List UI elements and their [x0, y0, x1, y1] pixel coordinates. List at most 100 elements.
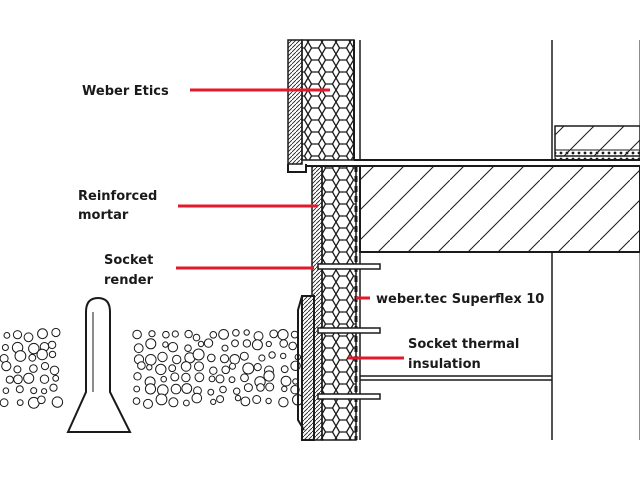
- gravel-stone: [207, 388, 215, 396]
- gravel-stone: [191, 392, 203, 404]
- label-weber-etics: Weber Etics: [82, 84, 169, 99]
- gravel-stone: [49, 383, 58, 392]
- gravel-stone: [280, 352, 287, 360]
- gravel-stone: [194, 361, 204, 372]
- gravel-stone: [243, 383, 253, 393]
- label-superflex: weber.tec Superflex 10: [376, 292, 544, 307]
- gravel-stone: [221, 365, 230, 375]
- bollard-post: [66, 296, 132, 433]
- gravel-stone: [23, 372, 35, 384]
- gravel-stone: [144, 383, 157, 395]
- gravel-stone: [252, 395, 262, 404]
- gravel-stone: [231, 339, 239, 348]
- socket-render: [297, 295, 315, 441]
- gravel-stone: [281, 385, 288, 393]
- gravel-stone: [168, 364, 177, 373]
- gravel-stone: [184, 329, 193, 339]
- gravel-stone: [29, 364, 38, 373]
- gravel-stone: [242, 362, 255, 375]
- gravel-stone: [28, 342, 40, 355]
- gravel-stone: [133, 385, 141, 393]
- gravel-stone: [28, 353, 37, 362]
- gravel-stone: [253, 363, 262, 372]
- gravel-stone: [288, 341, 298, 351]
- gravel-stone: [148, 330, 156, 338]
- gravel-stone: [30, 387, 38, 395]
- gravel-stone: [41, 388, 48, 395]
- gravel-stone: [40, 362, 50, 371]
- gravel-stone: [145, 354, 157, 366]
- gravel-stone: [209, 331, 218, 339]
- gravel-stone: [13, 365, 22, 374]
- gravel-stone: [133, 343, 144, 354]
- gravel-stone: [180, 361, 192, 372]
- label-socket-insulation-line1: Socket thermal: [408, 337, 519, 352]
- gravel-stone: [243, 329, 250, 336]
- gravel-stone: [133, 372, 142, 381]
- label-reinforced-mortar-line2: mortar: [78, 208, 129, 223]
- gravel-stone: [51, 396, 64, 408]
- gravel-stone: [52, 374, 60, 382]
- gravel-stone: [15, 385, 24, 394]
- gravel-stone: [280, 375, 292, 387]
- leader-lines: [176, 88, 404, 360]
- upper-etics-facade: [287, 39, 640, 173]
- gravel-stone: [203, 338, 214, 348]
- gravel-stone: [37, 395, 46, 405]
- gravel-stone: [155, 393, 168, 406]
- gravel-stone: [3, 332, 11, 339]
- gravel-stone: [145, 338, 157, 350]
- gravel-stone: [0, 398, 9, 408]
- gravel-stone: [279, 339, 289, 348]
- gravel-stone: [233, 387, 241, 395]
- gravel-stone: [1, 344, 9, 351]
- gravel-stone: [265, 382, 275, 392]
- concrete-slab: [306, 165, 640, 253]
- gravel-stone: [5, 375, 14, 384]
- gravel-stone: [269, 329, 279, 339]
- label-socket-insulation-line2: insulation: [408, 357, 481, 372]
- anchor-bars: [317, 263, 552, 400]
- gravel-stone: [197, 340, 205, 348]
- gravel-stone: [167, 342, 179, 353]
- gravel-stone: [39, 374, 50, 384]
- gravel-stone: [168, 397, 179, 408]
- gravel-stone: [258, 354, 266, 362]
- gravel-stone: [37, 328, 48, 340]
- gravel-stone: [251, 339, 263, 351]
- floor-screed: [554, 125, 640, 161]
- label-socket-render-line2: render: [104, 273, 154, 288]
- gravel-stone: [184, 344, 192, 353]
- gravel-stone: [157, 351, 168, 363]
- gravel-stone: [192, 348, 205, 361]
- gravel-stone: [242, 339, 252, 348]
- gravel-stone: [207, 353, 216, 363]
- gravel-stone: [219, 354, 230, 364]
- gravel-stone: [137, 361, 146, 370]
- gravel-stone: [280, 365, 289, 374]
- gravel-stone: [218, 329, 230, 340]
- gravel-stone: [132, 397, 141, 405]
- gravel-stone: [228, 376, 236, 384]
- gravel-stone: [47, 340, 57, 350]
- gravel-stone: [51, 327, 61, 338]
- gravel-stone: [239, 351, 249, 361]
- gravel-stone: [181, 383, 193, 394]
- gravel-ground: [0, 327, 304, 409]
- gravel-stone: [219, 385, 227, 394]
- gravel-stone: [265, 340, 272, 348]
- gravel-stone: [143, 398, 153, 409]
- labels: Weber Etics Reinforced mortar Socket ren…: [78, 84, 544, 372]
- gravel-stone: [181, 372, 191, 383]
- gravel-stone: [194, 372, 205, 383]
- gravel-stone: [132, 329, 142, 340]
- gravel-stone: [232, 329, 240, 337]
- gravel-stone: [12, 330, 23, 340]
- gravel-stone: [263, 370, 275, 382]
- gravel-stone: [162, 330, 170, 339]
- gravel-stone: [14, 350, 27, 362]
- gravel-stone: [221, 344, 229, 352]
- gravel-stone: [36, 348, 48, 361]
- gravel-stone: [172, 354, 182, 365]
